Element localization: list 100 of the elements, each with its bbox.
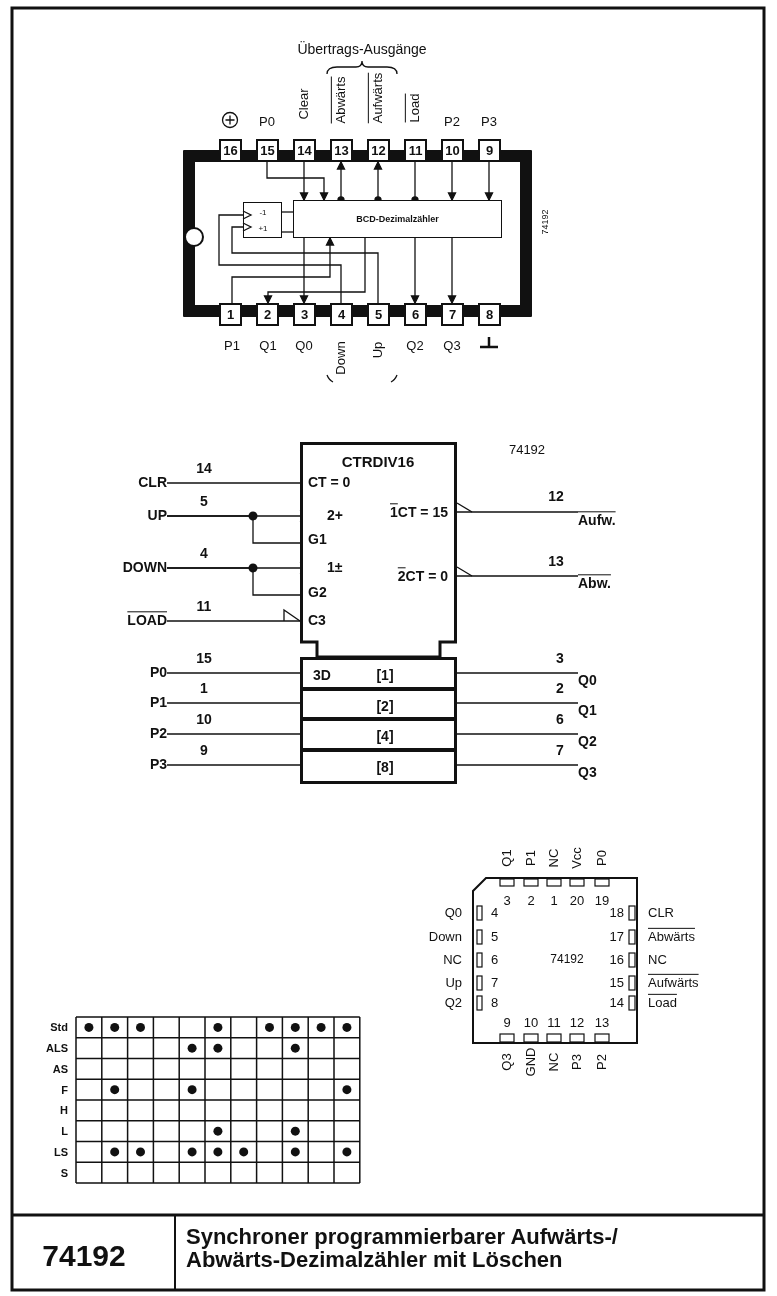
pin-label: Q2: [406, 338, 424, 354]
pin-number: 6: [556, 712, 564, 728]
pin-box: 15: [256, 139, 279, 162]
pin-label: P2: [594, 1054, 610, 1070]
function-label: G1: [308, 532, 327, 548]
pin-label: Q0: [444, 905, 462, 921]
connector-line: [231, 237, 335, 304]
pin-label: 5: [491, 929, 499, 945]
connector-line: [166, 764, 301, 766]
pin-label: Aufwärts: [648, 975, 699, 991]
connector-line: [484, 161, 494, 201]
pin-label: P2: [444, 114, 460, 130]
signal-label: P1: [149, 695, 167, 711]
pin-box: 5: [367, 303, 390, 326]
pin-box: 7: [441, 303, 464, 326]
pin-label: Clear: [296, 88, 312, 120]
pin-label: 11: [547, 1015, 561, 1031]
connector-line: [266, 161, 329, 201]
pin-number: 13: [548, 554, 564, 570]
pin-label: 12: [569, 1015, 585, 1031]
cell-label: [1]: [376, 668, 394, 684]
pin-label: Up: [445, 975, 462, 991]
pin-label: Abwärts: [333, 76, 349, 124]
pin-label: 17: [609, 929, 624, 945]
part-number: 74192: [508, 442, 546, 458]
row-header: F: [61, 1083, 68, 1096]
pin-number: 3: [556, 651, 564, 667]
pin-box: 11: [404, 139, 427, 162]
row-header: L: [61, 1125, 68, 1138]
row-header: LS: [53, 1145, 68, 1158]
signal-label: Q1: [578, 703, 597, 719]
row-header: S: [60, 1166, 68, 1179]
connector-line: [456, 502, 579, 513]
signal-label: P2: [149, 726, 167, 742]
pin-label: 9: [503, 1015, 511, 1031]
function-label: CT = 0: [308, 475, 351, 491]
register-cell: [300, 657, 457, 690]
pin-number: 4: [200, 546, 208, 562]
function-label: G2: [308, 585, 327, 601]
pin-number: 15: [196, 651, 212, 667]
pin-label: P0: [594, 850, 610, 866]
connector-line: [281, 211, 294, 213]
connector-line: [299, 161, 309, 201]
pin-box: 4: [330, 303, 353, 326]
row-header: ALS: [46, 1042, 68, 1055]
connector-line: [166, 672, 301, 674]
pin-label: Q3: [443, 338, 461, 354]
pin-label: NC: [546, 1052, 562, 1072]
connector-line: [456, 764, 579, 766]
pin-box: 16: [219, 139, 242, 162]
pin-number: 14: [196, 461, 212, 477]
signal-label: LOAD: [127, 613, 167, 629]
pin-label: 7: [491, 975, 499, 991]
signal-label: Q2: [578, 734, 597, 750]
part-number: Übertrags-Ausgänge: [297, 42, 427, 58]
function-label: 2CT = 0: [397, 569, 448, 585]
signal-label: P3: [149, 757, 167, 773]
selector-label: +1: [258, 224, 268, 234]
pin-label: P0: [259, 114, 275, 130]
pin-label: Up: [370, 341, 386, 359]
selector-block: [243, 202, 282, 238]
function-label: 2+: [327, 508, 343, 524]
pin-label: Down: [333, 341, 349, 375]
connector-line: [281, 231, 294, 233]
function-label: C3: [308, 613, 326, 629]
pin-label: 15: [609, 975, 624, 991]
pin-label: 10: [523, 1015, 539, 1031]
pin-label: 16: [609, 952, 624, 968]
pin-label: Load: [407, 93, 423, 123]
pin-label: Q0: [295, 338, 313, 354]
connector-line: [231, 222, 379, 304]
signal-label: Q0: [578, 673, 597, 689]
pin-box: 14: [293, 139, 316, 162]
pin-label: 74192: [541, 209, 551, 235]
pin-label: 18: [609, 905, 624, 921]
pin-label: 13: [594, 1015, 610, 1031]
pin-label: NC: [648, 952, 667, 968]
row-header: AS: [52, 1062, 68, 1075]
connector-line: [410, 237, 420, 304]
pin-label: GND: [523, 1047, 539, 1077]
connector-line: [299, 237, 309, 304]
row-header: H: [60, 1104, 68, 1117]
pin-number: 2: [556, 681, 564, 697]
register-cell: [300, 749, 457, 784]
pin-label: 4: [491, 905, 499, 921]
function-label: CTRDIV16: [341, 453, 415, 471]
pin-number: 11: [196, 599, 212, 615]
signal-label: Q3: [578, 765, 597, 781]
cell-label: [4]: [376, 729, 394, 745]
pin-number: 5: [200, 494, 208, 510]
register-cell: [300, 718, 457, 751]
connector-line: [166, 702, 301, 704]
part-number: 74192: [42, 1238, 126, 1272]
pin-label: 14: [609, 995, 624, 1011]
pin-label: P3: [481, 114, 497, 130]
signal-label: DOWN: [122, 560, 167, 576]
pin-label: 1: [550, 893, 558, 909]
pin-label: P1: [523, 850, 539, 866]
pin-label: Aufwärts: [370, 72, 386, 124]
pin-box: 13: [330, 139, 353, 162]
